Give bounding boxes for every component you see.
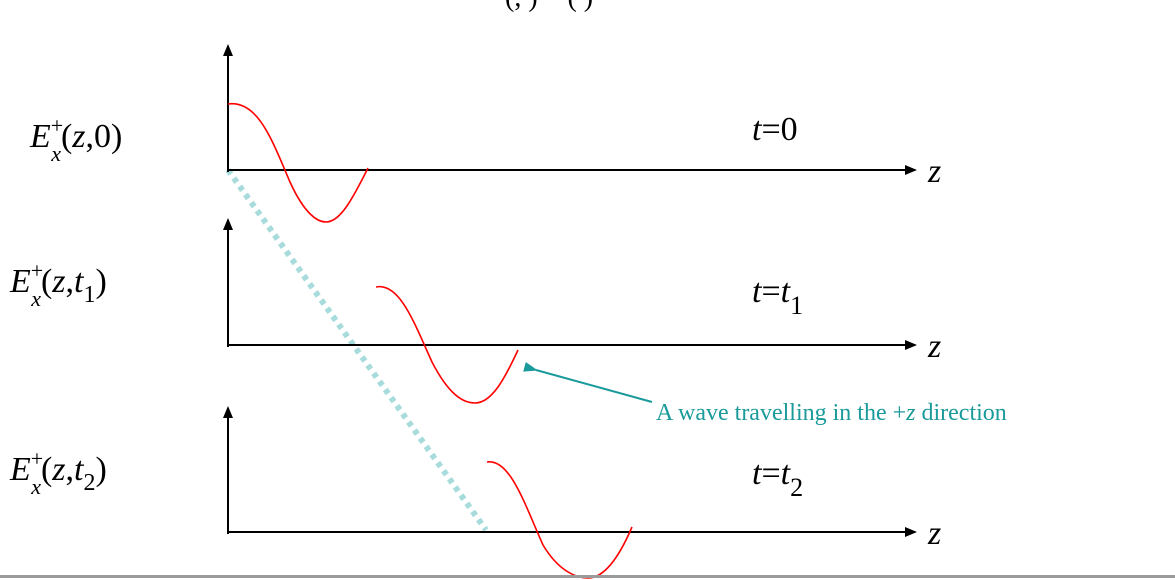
time-label-3: t=t2 [752,455,803,502]
time-label-1: t=0 [752,111,798,148]
time-label-2: t=t1 [752,273,803,320]
z-axis-label-1: z [927,153,941,190]
propagation-trace [225,168,489,532]
wave-1 [227,103,369,223]
top-caption: (, ) = ( ) [505,0,593,13]
wave-2 [375,285,519,404]
annotation-text: A wave travelling in the +z direction [656,400,1007,426]
wave-3 [486,461,633,579]
z-axis-label-2: z [927,328,941,365]
bottom-divider [0,575,1175,578]
panel-t0: E+x(z,0) t=0 z [29,44,941,223]
z-axis-label-3: z [927,515,941,552]
annotation-arrow [523,361,653,403]
field-label-2: E+x(z,t1) [9,258,107,311]
panel-t2: E+x(z,t2) t=t2 z [9,406,941,579]
panel-t1: E+x(z,t1) t=t1 z [9,218,941,404]
field-label-1: E+x(z,0) [29,113,122,166]
field-label-3: E+x(z,t2) [9,446,107,499]
